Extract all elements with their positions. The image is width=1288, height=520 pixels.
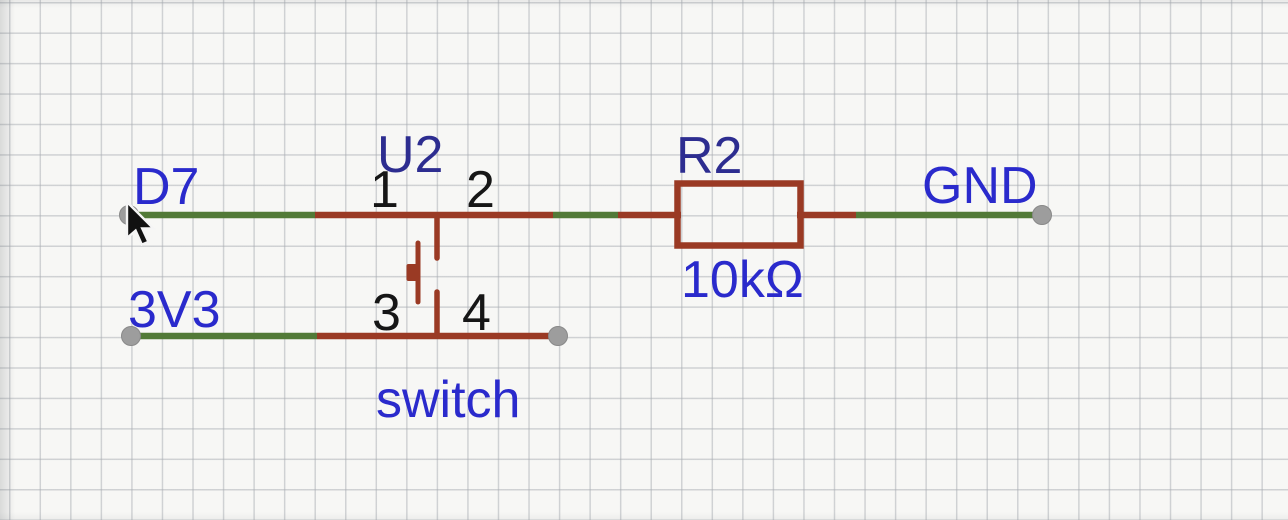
- switch-pin-2-number: 2: [466, 161, 495, 219]
- net-label-d7[interactable]: D7: [133, 158, 199, 216]
- switch-ref-label[interactable]: U2: [377, 126, 443, 184]
- switch-actuator-knob[interactable]: [406, 264, 419, 281]
- resistor-value-label[interactable]: 10kΩ: [681, 251, 804, 309]
- terminal-switch-pin4[interactable]: [548, 326, 568, 346]
- net-label-gnd[interactable]: GND: [922, 157, 1038, 215]
- terminal-3v3[interactable]: [121, 326, 141, 346]
- switch-pin-3-number: 3: [372, 284, 401, 342]
- switch-pin-4-number: 4: [462, 284, 491, 342]
- mouse-cursor-icon: [125, 199, 157, 247]
- terminal-gnd[interactable]: [1032, 205, 1052, 225]
- resistor-body[interactable]: [674, 180, 804, 249]
- net-label-3v3[interactable]: 3V3: [128, 281, 221, 339]
- resistor-ref-label[interactable]: R2: [676, 127, 742, 185]
- switch-pin-1-number: 1: [370, 161, 399, 219]
- switch-value-label[interactable]: switch: [376, 371, 520, 429]
